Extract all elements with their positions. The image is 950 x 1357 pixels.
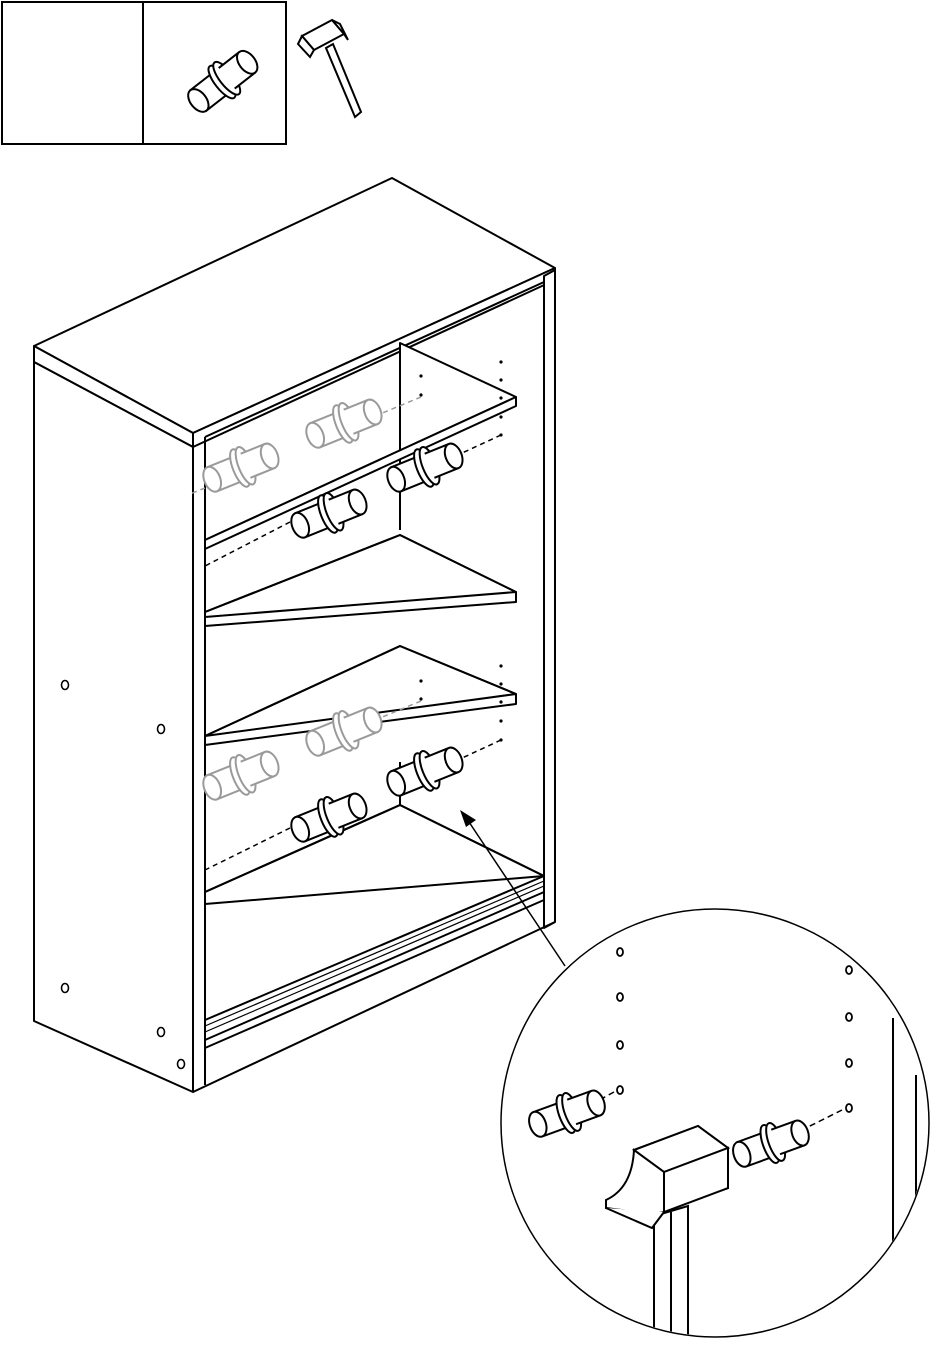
parts-box	[2, 2, 286, 144]
shelf-pin	[381, 738, 468, 804]
shelf-pin-ghost	[197, 742, 284, 808]
hammer-icon	[298, 20, 361, 117]
left-side-panel	[34, 362, 193, 1092]
detail-view	[501, 909, 929, 1357]
shelf-pin-ghost	[197, 434, 284, 500]
right-side-panel	[544, 270, 555, 928]
fixed-shelf-middle	[205, 535, 516, 626]
fixed-shelf-lower	[205, 805, 544, 904]
shelf-pin-ghost	[300, 390, 387, 456]
bookcase	[34, 178, 555, 1092]
